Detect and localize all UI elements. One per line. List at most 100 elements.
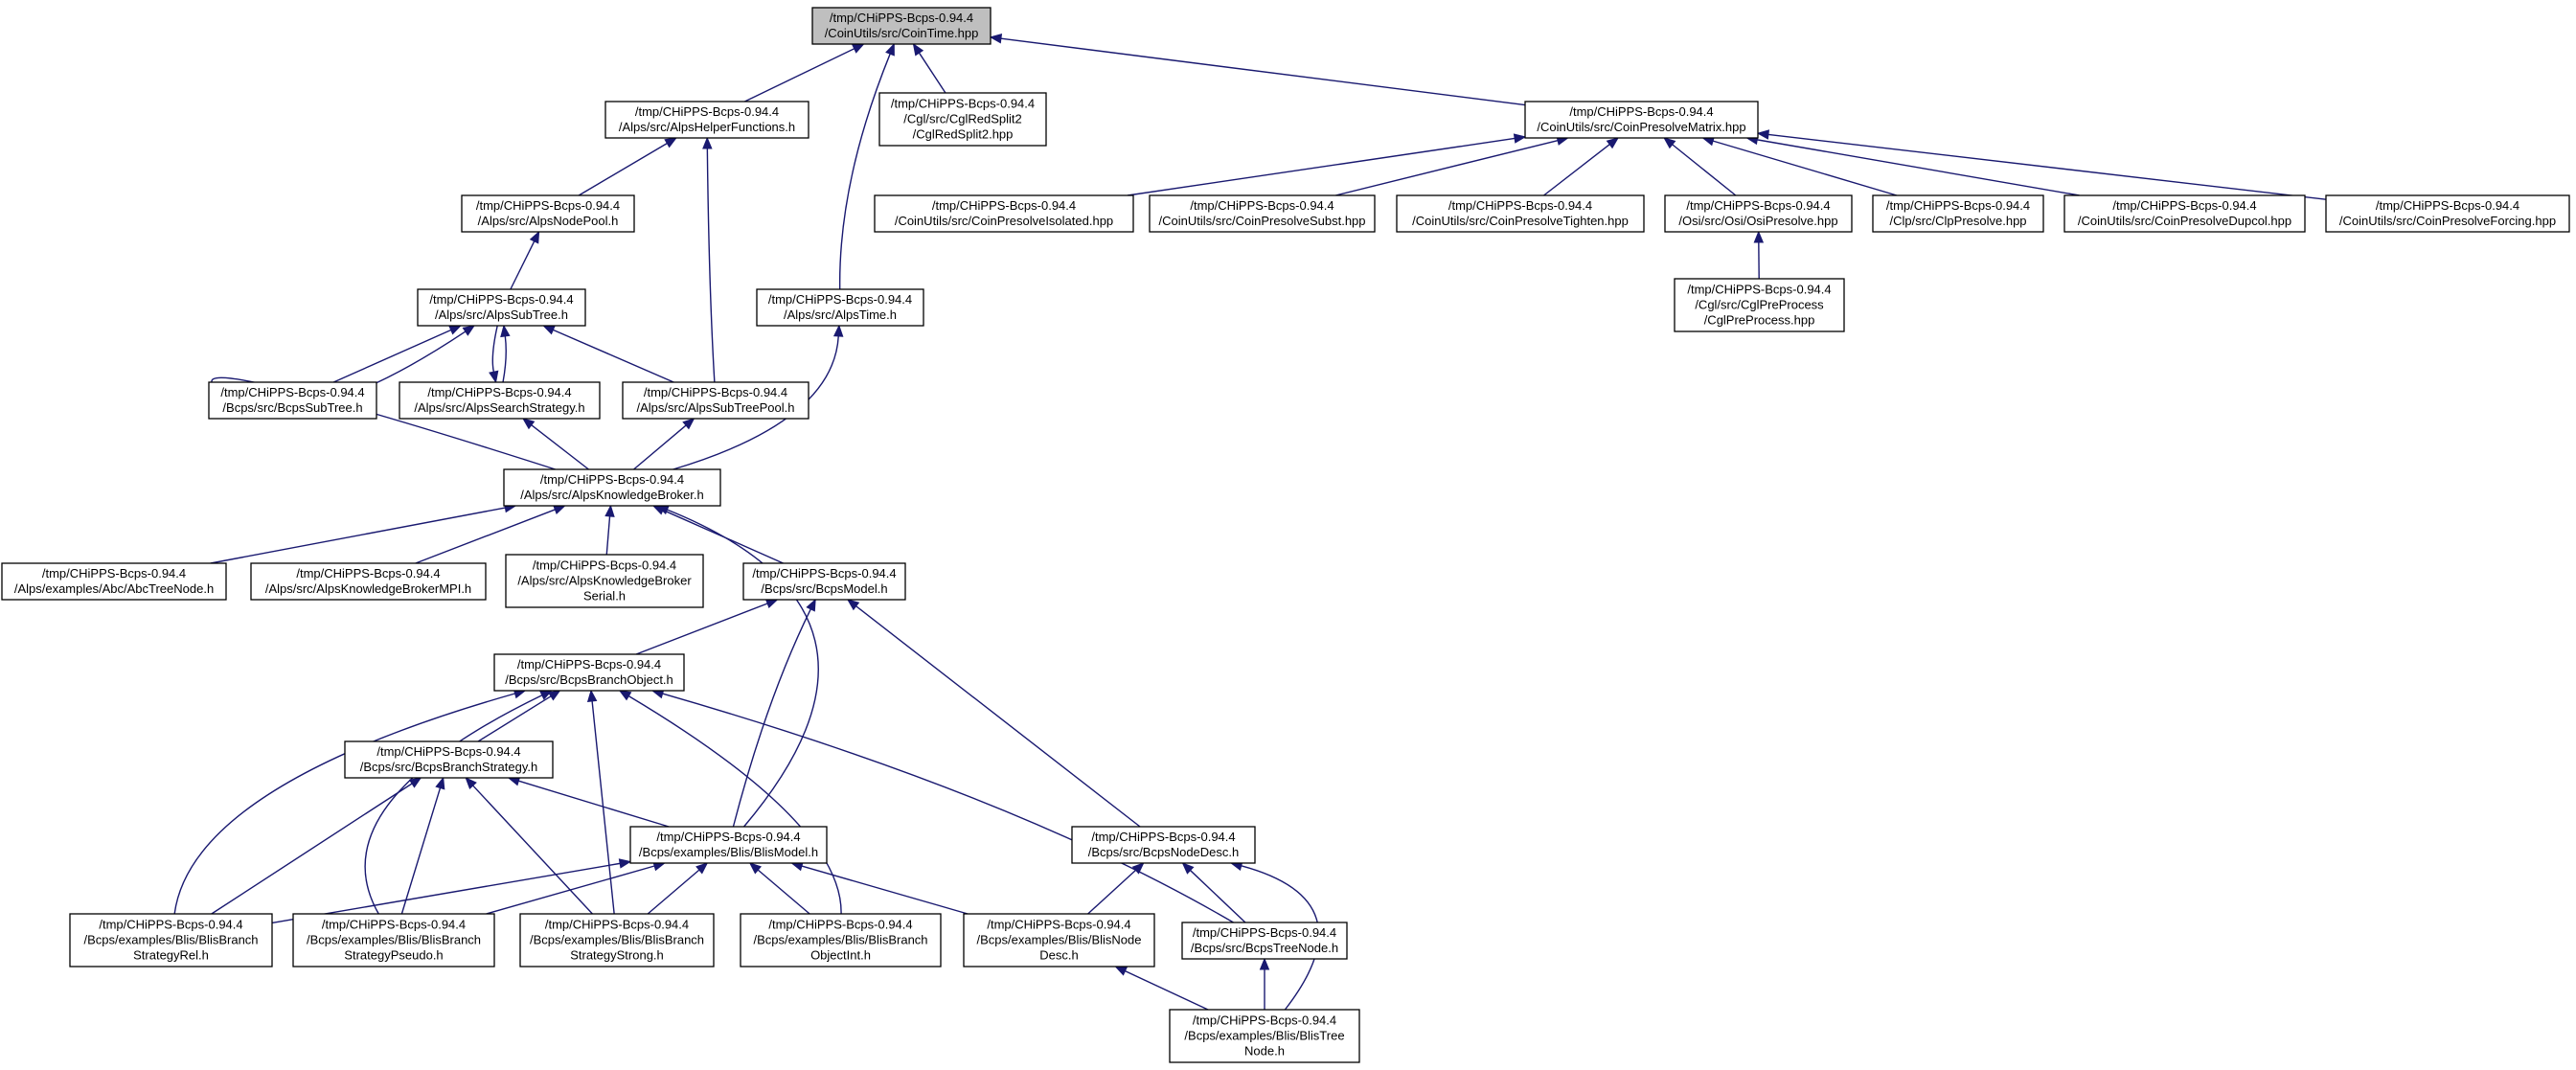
node-box (292, 913, 495, 968)
node-bcpssubtree[interactable]: /tmp/CHiPPS-Bcps-0.94.4/Bcps/src/BcpsSub… (208, 381, 377, 420)
arrow-head (618, 858, 632, 869)
arrow-head (1606, 137, 1620, 149)
node-blistreenode[interactable]: /tmp/CHiPPS-Bcps-0.94.4/Bcps/examples/Bl… (1169, 1009, 1360, 1063)
node-blisstrategyrel[interactable]: /tmp/CHiPPS-Bcps-0.94.4/Bcps/examples/Bl… (69, 913, 273, 968)
node-bcpsnodedesc[interactable]: /tmp/CHiPPS-Bcps-0.94.4/Bcps/src/BcpsNod… (1071, 826, 1256, 864)
edge-blismodel-to-bcpsbranchstrategy (507, 776, 670, 828)
node-alpskb[interactable]: /tmp/CHiPPS-Bcps-0.94.4/Alps/src/AlpsKno… (503, 468, 721, 507)
node-box (503, 468, 721, 507)
node-coinpresolvematrix[interactable]: /tmp/CHiPPS-Bcps-0.94.4/CoinUtils/src/Co… (1524, 101, 1759, 139)
node-bcpsbranchobject[interactable]: /tmp/CHiPPS-Bcps-0.94.4/Bcps/src/BcpsBra… (493, 653, 685, 692)
edge-abctreenode-to-alpskb (210, 502, 517, 564)
node-label-line: /Alps/src/AlpsSearchStrategy.h (414, 400, 584, 415)
edge-line (477, 695, 552, 742)
node-box (208, 381, 377, 420)
arrow-head (682, 418, 695, 430)
node-label-line: /Bcps/examples/Blis/BlisNode (977, 933, 1142, 947)
node-bcpstreenode[interactable]: /tmp/CHiPPS-Bcps-0.94.4/Bcps/src/BcpsTre… (1181, 922, 1348, 960)
node-bcpsmodel[interactable]: /tmp/CHiPPS-Bcps-0.94.4/Bcps/src/BcpsMod… (742, 562, 906, 601)
edge-line (472, 785, 593, 915)
node-box (1071, 826, 1256, 864)
node-alpskbserial[interactable]: /tmp/CHiPPS-Bcps-0.94.4/Alps/src/AlpsKno… (505, 554, 704, 608)
node-cointime[interactable]: /tmp/CHiPPS-Bcps-0.94.4/CoinUtils/src/Co… (811, 7, 992, 45)
node-label-line: /tmp/CHiPPS-Bcps-0.94.4 (296, 566, 440, 581)
arrow-head (586, 689, 598, 702)
edge-line (1087, 869, 1137, 915)
node-label-line: /tmp/CHiPPS-Bcps-0.94.4 (2376, 198, 2519, 213)
node-alpskbmpi[interactable]: /tmp/CHiPPS-Bcps-0.94.4/Alps/src/AlpsKno… (250, 562, 487, 601)
node-cpsubst[interactable]: /tmp/CHiPPS-Bcps-0.94.4/CoinUtils/src/Co… (1149, 194, 1376, 233)
edge-line (605, 515, 611, 556)
edge-alpssubtreepool-to-alpssubtree (542, 325, 674, 383)
edge-blisobjectint-to-blismodel (748, 862, 810, 915)
node-cpisolated[interactable]: /tmp/CHiPPS-Bcps-0.94.4/CoinUtils/src/Co… (874, 194, 1134, 233)
node-cglredsplit2[interactable]: /tmp/CHiPPS-Bcps-0.94.4/Cgl/src/CglRedSp… (878, 92, 1047, 147)
node-blismodel[interactable]: /tmp/CHiPPS-Bcps-0.94.4/Bcps/examples/Bl… (629, 826, 828, 864)
node-label-line: /Cgl/src/CglRedSplit2 (903, 112, 1022, 126)
node-blisstrategystrong[interactable]: /tmp/CHiPPS-Bcps-0.94.4/Bcps/examples/Bl… (519, 913, 715, 968)
arrow-head (408, 777, 422, 788)
edge-line (578, 142, 668, 196)
edge-blisstrategystrong-to-bcpsbranchobject (586, 689, 615, 915)
arrow-head (846, 599, 860, 611)
node-alpssearchstrategy[interactable]: /tmp/CHiPPS-Bcps-0.94.4/Alps/src/AlpsSea… (399, 381, 601, 420)
node-label-line: /tmp/CHiPPS-Bcps-0.94.4 (99, 918, 242, 932)
arrow-head (695, 862, 709, 875)
node-bcpsbranchstrategy[interactable]: /tmp/CHiPPS-Bcps-0.94.4/Bcps/src/BcpsBra… (344, 740, 554, 779)
node-alpssubtree[interactable]: /tmp/CHiPPS-Bcps-0.94.4/Alps/src/AlpsSub… (417, 288, 586, 327)
node-cptighten[interactable]: /tmp/CHiPPS-Bcps-0.94.4/CoinUtils/src/Co… (1396, 194, 1645, 233)
node-label-line: /tmp/CHiPPS-Bcps-0.94.4 (656, 830, 800, 844)
edge-blisstrategypseudo-to-blismodel (486, 861, 667, 915)
node-blisnodedesc[interactable]: /tmp/CHiPPS-Bcps-0.94.4/Bcps/examples/Bl… (963, 913, 1155, 968)
node-box (505, 554, 704, 608)
node-box (493, 653, 685, 692)
arrow-head (521, 418, 536, 430)
node-alpshelper[interactable]: /tmp/CHiPPS-Bcps-0.94.4/Alps/src/AlpsHel… (604, 101, 809, 139)
edge-line (706, 148, 716, 383)
arrow-head (806, 598, 816, 612)
node-label-line: /Bcps/src/BcpsModel.h (761, 581, 887, 596)
node-label-line: Node.h (1244, 1044, 1285, 1059)
node-alpsnodepool[interactable]: /tmp/CHiPPS-Bcps-0.94.4/Alps/src/AlpsNod… (461, 194, 635, 233)
node-cpdupcol[interactable]: /tmp/CHiPPS-Bcps-0.94.4/CoinUtils/src/Co… (2063, 194, 2306, 233)
node-box (417, 288, 586, 327)
node-label-line: /tmp/CHiPPS-Bcps-0.94.4 (987, 918, 1130, 932)
node-alpstime[interactable]: /tmp/CHiPPS-Bcps-0.94.4/Alps/src/AlpsTim… (756, 288, 924, 327)
node-label-line: /Alps/src/AlpsKnowledgeBroker.h (520, 488, 703, 502)
arrow-head (1753, 230, 1765, 243)
edge-cpforcing-to-coinpresolvematrix (1756, 129, 2327, 200)
arrow-head (912, 42, 924, 57)
node-clppresolve[interactable]: /tmp/CHiPPS-Bcps-0.94.4/Clp/src/ClpPreso… (1872, 194, 2044, 233)
node-label-line: /tmp/CHiPPS-Bcps-0.94.4 (1569, 104, 1713, 119)
node-blisstrategypseudo[interactable]: /tmp/CHiPPS-Bcps-0.94.4/Bcps/examples/Bl… (292, 913, 495, 968)
node-osipresolve[interactable]: /tmp/CHiPPS-Bcps-0.94.4/Osi/src/Osi/OsiP… (1664, 194, 1853, 233)
edge-line (839, 53, 891, 290)
node-label-line: /tmp/CHiPPS-Bcps-0.94.4 (540, 472, 684, 487)
edge-blisstrategystrong-to-bcpsbranchstrategy (465, 777, 593, 915)
node-blisobjectint[interactable]: /tmp/CHiPPS-Bcps-0.94.4/Bcps/examples/Bl… (740, 913, 942, 968)
node-cglpreprocess[interactable]: /tmp/CHiPPS-Bcps-0.94.4/Cgl/src/CglPrePr… (1674, 278, 1845, 332)
edge-line (1672, 144, 1737, 196)
node-label-line: /Bcps/src/BcpsTreeNode.h (1191, 941, 1338, 955)
node-cpforcing[interactable]: /tmp/CHiPPS-Bcps-0.94.4/CoinUtils/src/Co… (2325, 194, 2570, 233)
node-label-line: /tmp/CHiPPS-Bcps-0.94.4 (768, 292, 912, 307)
arrow-head (1181, 862, 1195, 875)
node-abctreenode[interactable]: /tmp/CHiPPS-Bcps-0.94.4/Alps/examples/Ab… (1, 562, 227, 601)
edge-line (1000, 37, 1526, 106)
arrow-head (1114, 966, 1128, 976)
node-label-line: /tmp/CHiPPS-Bcps-0.94.4 (376, 744, 520, 759)
edge-alpssubtree-to-alpssearchstrategy (489, 325, 499, 384)
nodes-layer: /tmp/CHiPPS-Bcps-0.94.4/CoinUtils/src/Co… (1, 7, 2570, 1063)
edge-line (662, 693, 1234, 923)
edge-bcpsbranchstrategy-to-bcpsbranchobject (477, 690, 561, 742)
node-label-line: /Alps/src/AlpsHelperFunctions.h (619, 120, 795, 134)
edge-line (647, 869, 700, 915)
edge-cpisolated-to-coinpresolvematrix (1127, 133, 1527, 196)
node-box (1524, 101, 1759, 139)
node-label-line: /tmp/CHiPPS-Bcps-0.94.4 (1193, 1013, 1336, 1028)
edge-alpssearchstrategy-to-alpssubtree (500, 324, 511, 383)
edge-line (744, 48, 855, 102)
edge-blisstrategyrel-to-bcpsbranchobject (173, 689, 527, 915)
node-alpssubtreepool[interactable]: /tmp/CHiPPS-Bcps-0.94.4/Alps/src/AlpsSub… (622, 381, 809, 420)
node-label-line: /Bcps/src/BcpsNodeDesc.h (1088, 845, 1240, 859)
